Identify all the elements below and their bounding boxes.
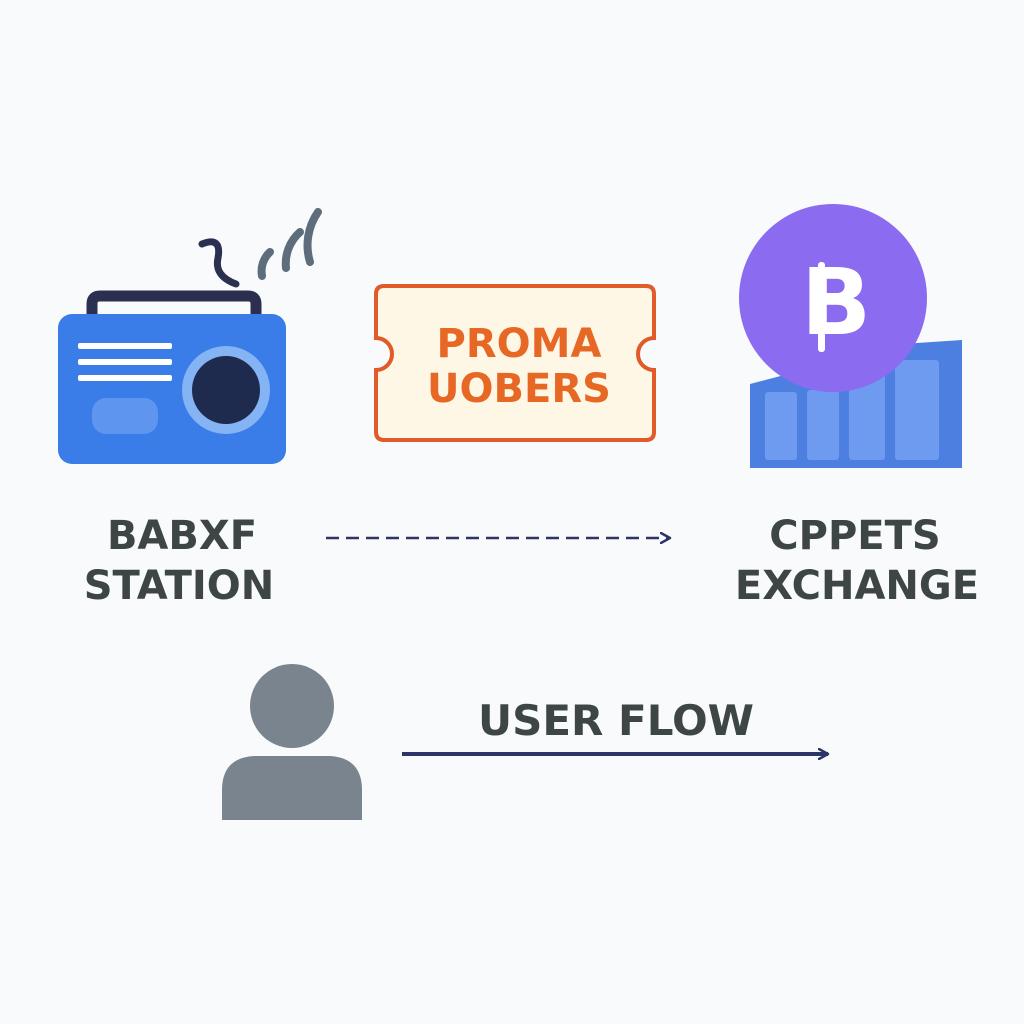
coupon-line-1: PROMA [437,321,602,367]
coupon-line-2: UOBERS [427,366,611,412]
radio-station-title-line-2: STATION [84,563,275,609]
crypto-exchange-icon: B [739,204,962,468]
coupon-ticket-icon: PROMA UOBERS [374,284,656,442]
radio-icon [58,208,322,464]
exchange-title-line-1: CPPETS [769,513,940,559]
user-icon [222,664,362,820]
radio-station-title-line-1: BABXF [107,513,257,559]
exchange-title-line-2: EXCHANGE [735,563,979,609]
coin-symbol: B [801,249,871,356]
user-flow-label: USER FLOW [478,696,754,745]
